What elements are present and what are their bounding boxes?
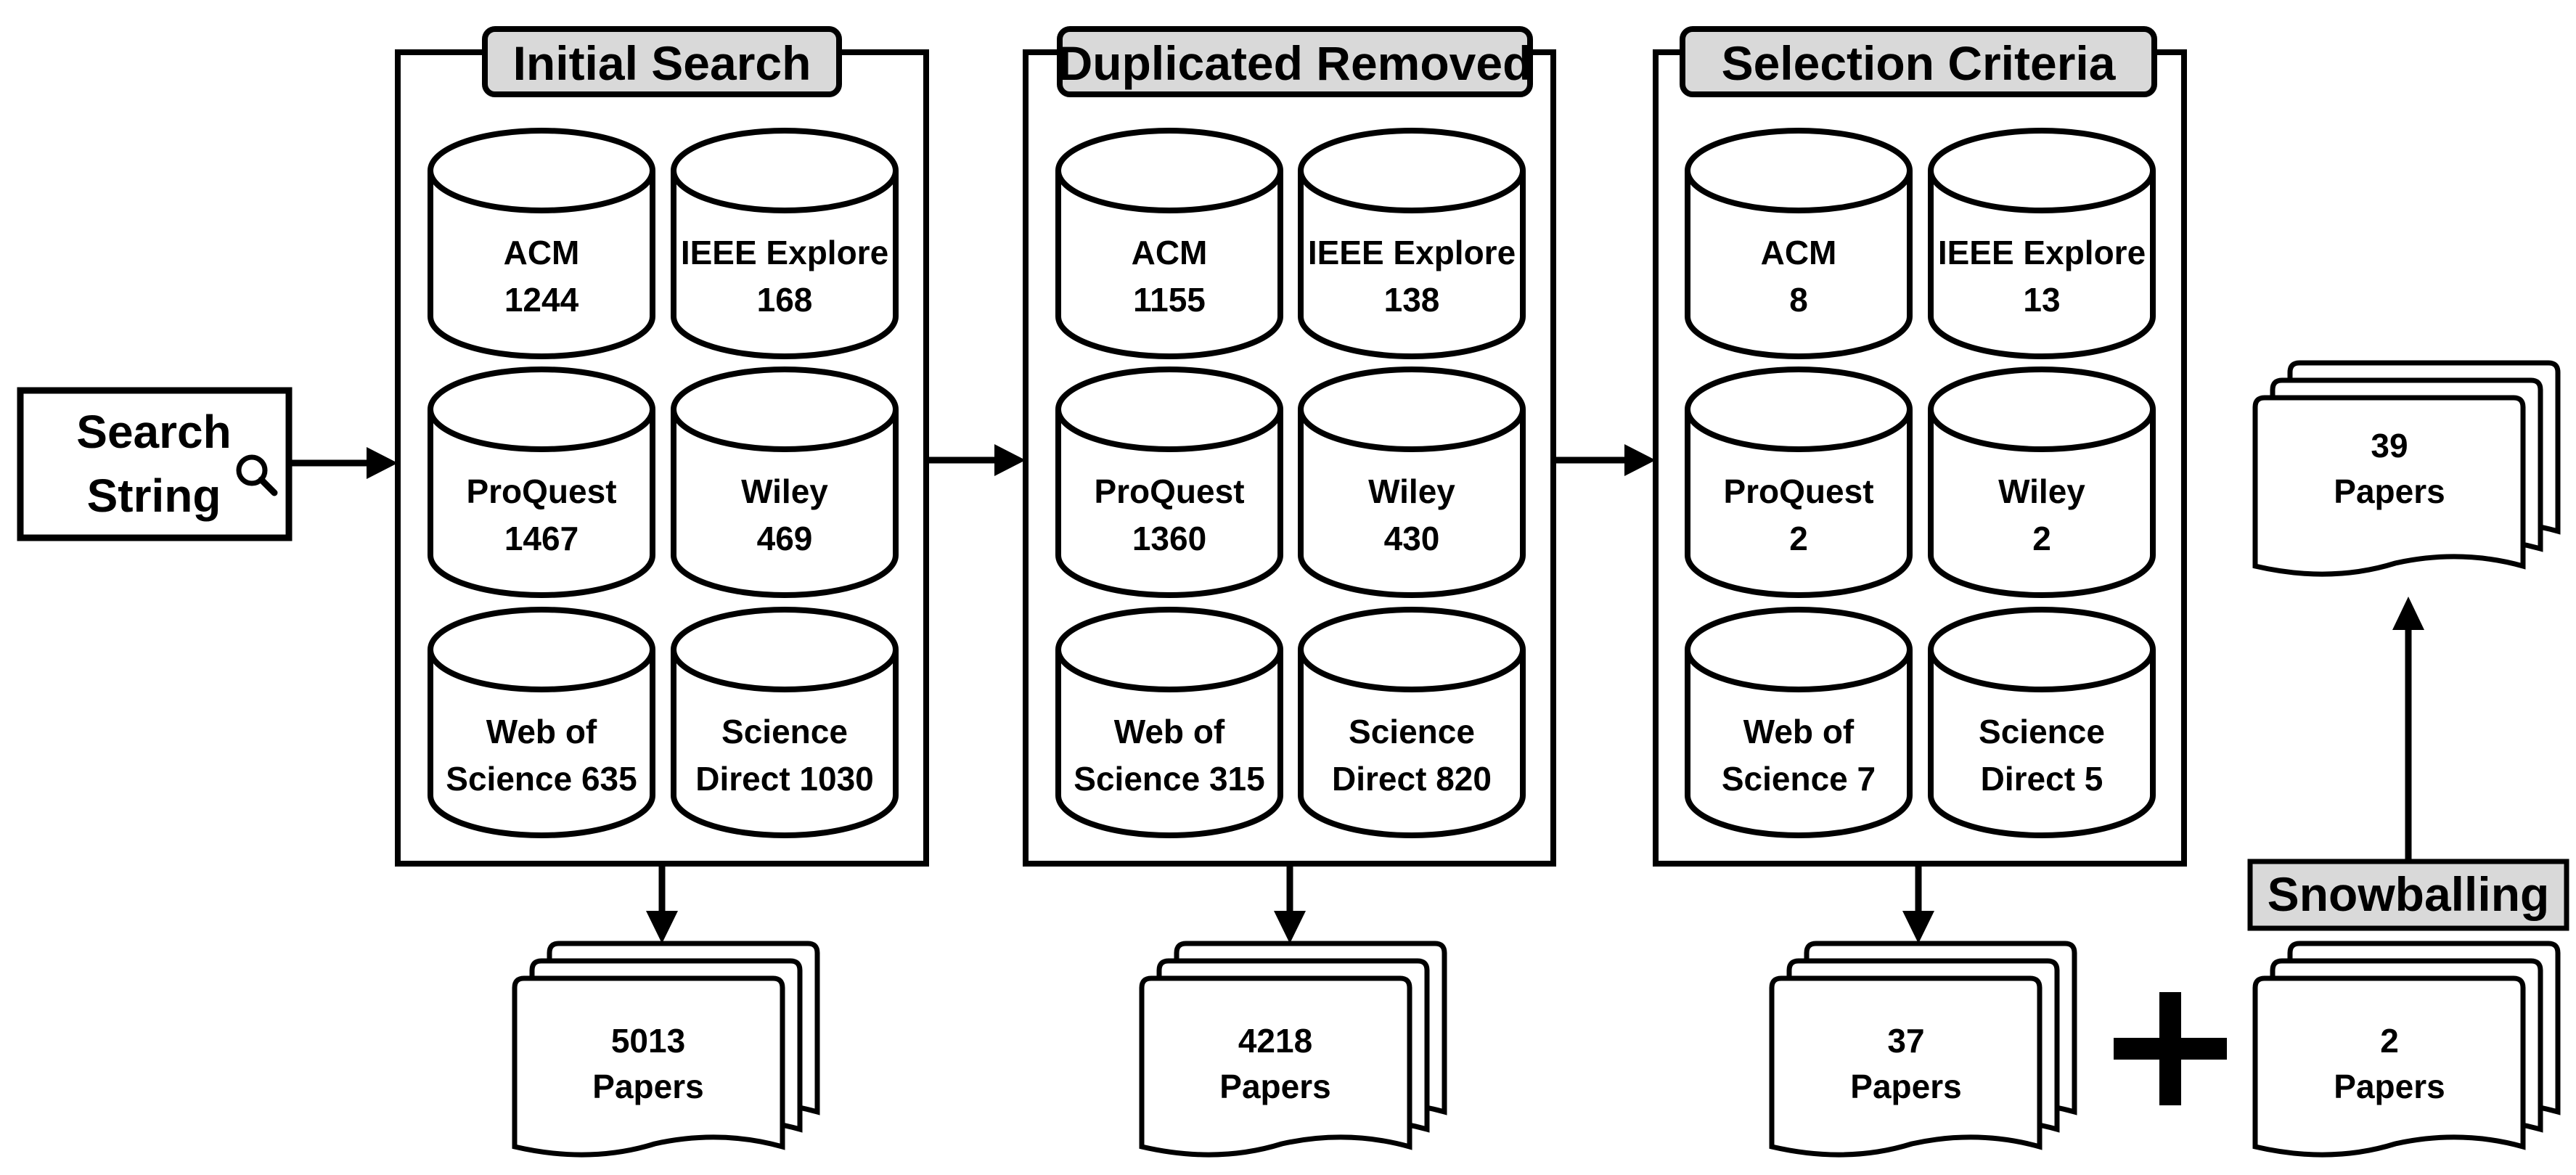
paper-count: 2 (2380, 1022, 2399, 1060)
arrow-initial-to-papers (646, 864, 678, 943)
svg-text:Direct 5: Direct 5 (1981, 760, 2103, 798)
svg-text:ProQuest: ProQuest (1723, 472, 1873, 510)
svg-text:138: 138 (1384, 281, 1440, 319)
svg-text:Initial Search: Initial Search (513, 36, 811, 90)
stage-selection-criteria: Selection Criteria ACM 8 IEEE Explore 13… (1653, 26, 2187, 1158)
paper-stack-final: 39 Papers (2252, 360, 2561, 577)
database-cylinder-proquest: ProQuest 2 (1685, 367, 1913, 598)
database-cylinder-science-direct: Science Direct 820 (1298, 607, 1526, 838)
svg-text:Science 315: Science 315 (1074, 760, 1264, 798)
database-cylinder-web-of-science: Web of Science 635 (428, 607, 655, 838)
svg-text:Science 7: Science 7 (1722, 760, 1876, 798)
arrow-initial-to-duplicated (926, 444, 1026, 476)
arrow-snowballing-to-final (2392, 597, 2424, 861)
paper-stack-snowballing: 2 Papers (2252, 941, 2561, 1158)
paper-count: 5013 (611, 1022, 685, 1060)
paper-stack-selection: 37 Papers (1769, 941, 2077, 1158)
stage-initial-search: Initial Search ACM 1244 IEEE Explore 168… (395, 26, 929, 1158)
arrow-search-to-initial (289, 447, 398, 479)
database-cylinder-wiley: Wiley 469 (671, 367, 899, 598)
svg-text:168: 168 (757, 281, 813, 319)
paper-label: Papers (2334, 1068, 2445, 1105)
stage-title-duplicated-removed: Duplicated Removed (1057, 26, 1533, 97)
svg-text:Wiley: Wiley (1368, 472, 1455, 510)
database-cylinder-wiley: Wiley 430 (1298, 367, 1526, 598)
paper-count: 39 (2371, 427, 2408, 464)
database-cylinder-web-of-science: Web of Science 7 (1685, 607, 1913, 838)
snowballing-title: Snowballing (2247, 859, 2569, 931)
magnifier-icon (236, 454, 278, 496)
database-cylinder-science-direct: Science Direct 5 (1928, 607, 2156, 838)
database-cylinder-ieee-explore: IEEE Explore 168 (671, 128, 899, 359)
svg-text:13: 13 (2023, 281, 2060, 319)
svg-text:Wiley: Wiley (1998, 472, 2085, 510)
arrow-selection-to-papers (1902, 864, 1934, 943)
svg-text:Selection Criteria: Selection Criteria (1722, 36, 2117, 90)
svg-text:ProQuest: ProQuest (466, 472, 616, 510)
database-cylinder-acm: ACM 8 (1685, 128, 1913, 359)
database-cylinder-acm: ACM 1155 (1055, 128, 1283, 359)
database-cylinder-acm: ACM 1244 (428, 128, 655, 359)
svg-text:ACM: ACM (1761, 234, 1837, 271)
database-cylinder-wiley: Wiley 2 (1928, 367, 2156, 598)
svg-text:ProQuest: ProQuest (1094, 472, 1244, 510)
svg-text:Wiley: Wiley (741, 472, 828, 510)
paper-label: Papers (592, 1068, 703, 1105)
svg-text:1155: 1155 (1133, 281, 1206, 319)
svg-text:Web of: Web of (1743, 713, 1855, 750)
svg-text:Web of: Web of (1114, 713, 1225, 750)
paper-count: 4218 (1238, 1022, 1312, 1060)
svg-text:8: 8 (1789, 281, 1808, 319)
stage-duplicated-removed: Duplicated Removed ACM 1155 IEEE Explore… (1023, 26, 1556, 1158)
paper-label: Papers (1219, 1068, 1330, 1105)
svg-text:IEEE Explore: IEEE Explore (1308, 234, 1516, 271)
search-string-line2: String (87, 470, 221, 522)
database-cylinder-proquest: ProQuest 1360 (1055, 367, 1283, 598)
svg-text:Web of: Web of (486, 713, 597, 750)
svg-text:Duplicated Removed: Duplicated Removed (1058, 36, 1532, 90)
svg-text:1467: 1467 (504, 520, 578, 557)
svg-text:ACM: ACM (504, 234, 580, 271)
svg-text:IEEE Explore: IEEE Explore (1938, 234, 2146, 271)
svg-text:430: 430 (1384, 520, 1440, 557)
svg-text:Direct 1030: Direct 1030 (695, 760, 874, 798)
svg-text:ACM: ACM (1132, 234, 1208, 271)
svg-text:Science: Science (1349, 713, 1475, 750)
svg-text:Science: Science (721, 713, 848, 750)
svg-text:Direct 820: Direct 820 (1332, 760, 1492, 798)
svg-text:Science: Science (1979, 713, 2105, 750)
database-cylinder-proquest: ProQuest 1467 (428, 367, 655, 598)
svg-text:1360: 1360 (1132, 520, 1206, 557)
database-cylinder-ieee-explore: IEEE Explore 13 (1928, 128, 2156, 359)
svg-text:Snowballing: Snowballing (2268, 867, 2550, 921)
svg-text:2: 2 (2032, 520, 2051, 557)
database-cylinder-ieee-explore: IEEE Explore 138 (1298, 128, 1526, 359)
snowballing-section: Snowballing 2 Papers (2247, 597, 2569, 1158)
stage-title-selection-criteria: Selection Criteria (1680, 26, 2157, 97)
search-string-box: Search String (17, 387, 293, 541)
database-cylinder-science-direct: Science Direct 1030 (671, 607, 899, 838)
plus-icon (2114, 992, 2227, 1105)
paper-stack-initial: 5013 Papers (512, 941, 820, 1158)
search-string-line1: Search (76, 406, 231, 458)
svg-text:469: 469 (757, 520, 813, 557)
paper-stack-duplicated: 4218 Papers (1139, 941, 1447, 1158)
arrow-duplicated-to-selection (1553, 444, 1656, 476)
svg-text:Science 635: Science 635 (446, 760, 637, 798)
paper-label: Papers (2334, 472, 2445, 510)
stage-title-initial-search: Initial Search (482, 26, 842, 97)
arrow-duplicated-to-papers (1274, 864, 1306, 943)
svg-text:IEEE Explore: IEEE Explore (681, 234, 888, 271)
svg-text:1244: 1244 (504, 281, 579, 319)
svg-text:2: 2 (1789, 520, 1808, 557)
paper-label: Papers (1850, 1068, 1961, 1105)
database-cylinder-web-of-science: Web of Science 315 (1055, 607, 1283, 838)
paper-count: 37 (1887, 1022, 1924, 1060)
